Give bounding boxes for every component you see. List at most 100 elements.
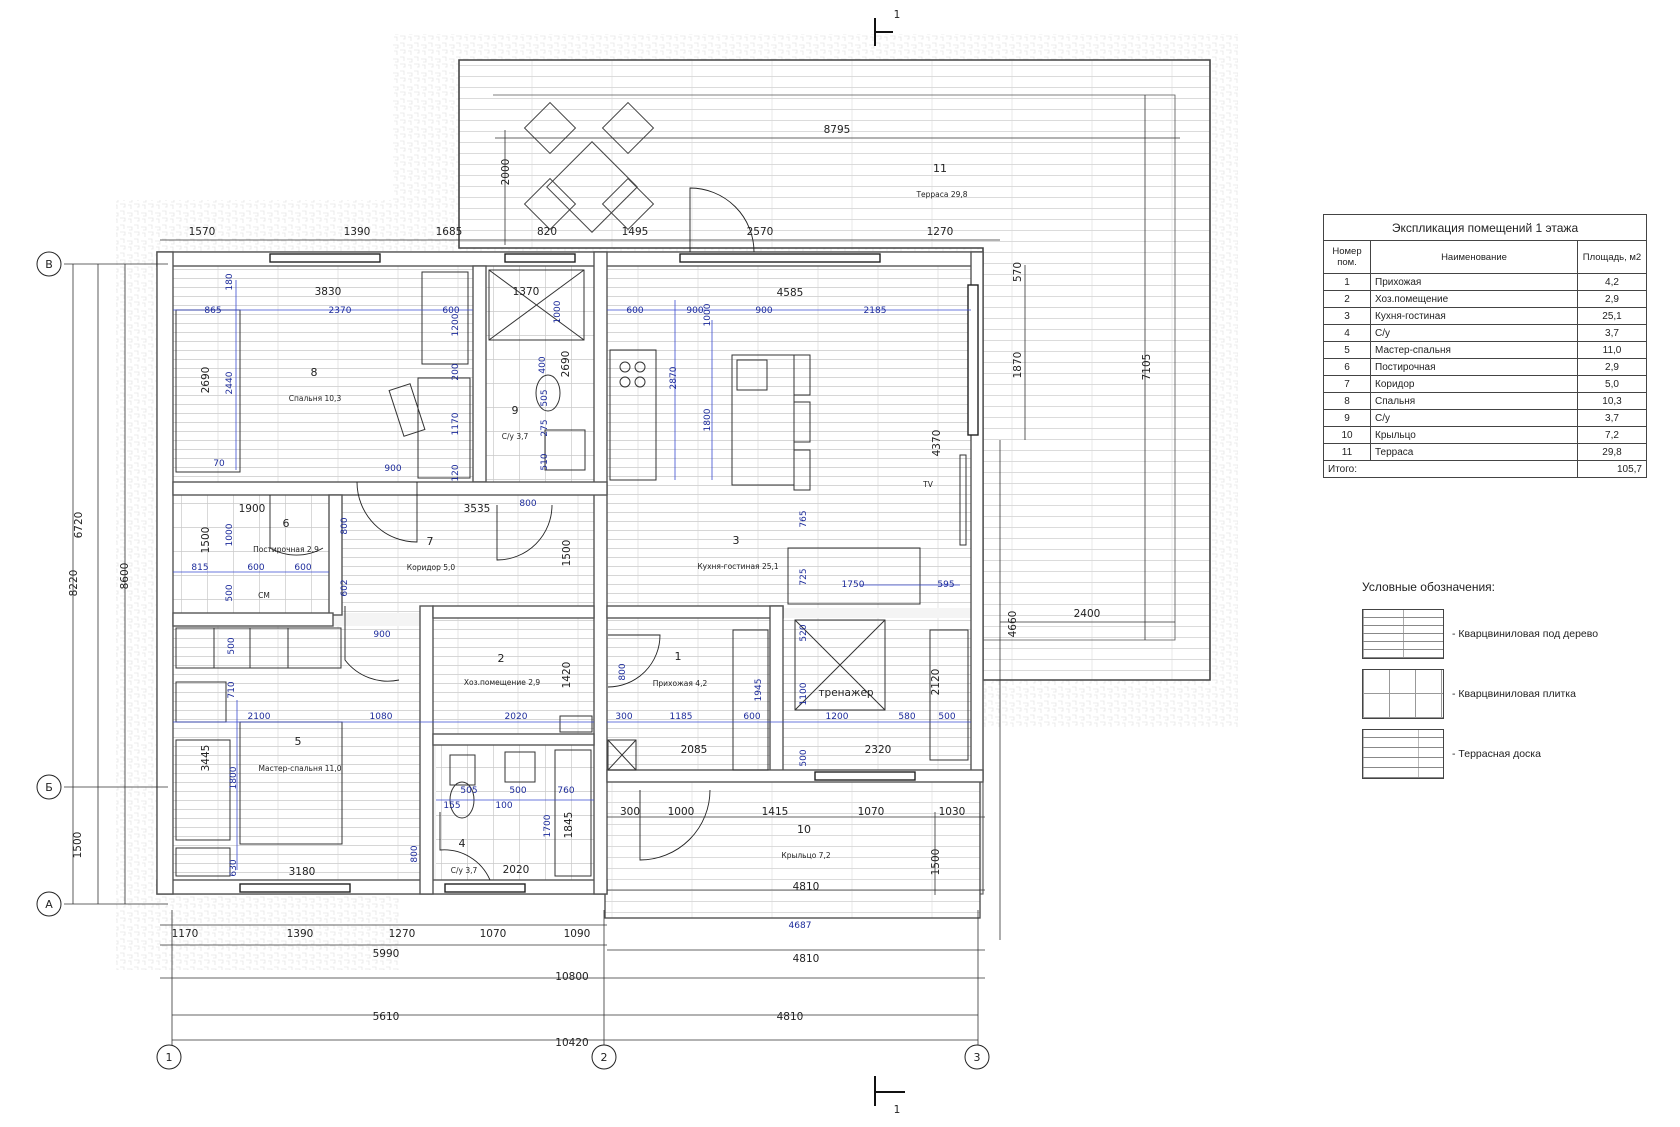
blue-dimension-label: 1185: [670, 712, 693, 722]
room-number: 3: [733, 534, 740, 547]
legend-item-deck: - Террасная доска: [1362, 728, 1652, 780]
blue-dimension-label: 1000: [225, 523, 235, 546]
dimension-label: 10800: [555, 971, 588, 983]
schedule-cell-num: 1: [1323, 273, 1371, 291]
blue-dimension-label: 180: [225, 273, 235, 290]
dimension-label: 6720: [73, 512, 85, 539]
blue-dimension-label: 500: [509, 786, 526, 796]
blue-dimension-label: 2020: [505, 712, 528, 722]
blue-dimension-label: 100: [495, 801, 512, 811]
blue-dimension-label: 600: [626, 306, 643, 316]
schedule-cell-area: 5,0: [1577, 375, 1647, 393]
schedule-cell-num: 4: [1323, 324, 1371, 342]
schedule-total-label: Итого:: [1323, 460, 1578, 478]
dimension-label: 1000: [668, 806, 695, 818]
legend-label-deck: - Террасная доска: [1452, 748, 1541, 760]
schedule-header-area: Площадь, м2: [1577, 240, 1647, 274]
terrace-table-set: [523, 101, 655, 233]
blue-dimension-label: 600: [743, 712, 760, 722]
schedule-cell-area: 2,9: [1577, 290, 1647, 308]
blue-dimension-label: 900: [373, 630, 390, 640]
blue-dimension-label: 760: [557, 786, 574, 796]
room-label: С/у 3,7: [502, 432, 529, 441]
room-number: 2: [498, 652, 505, 665]
blue-dimension-label: 1000: [553, 300, 563, 323]
dimension-label: 3180: [289, 866, 316, 878]
blue-dimension-label: 725: [799, 568, 809, 585]
dimension-label: 1070: [480, 928, 507, 940]
axis-row-label: А: [45, 898, 53, 911]
schedule-cell-area: 11,0: [1577, 341, 1647, 359]
blue-dimension-label: 275: [540, 419, 550, 436]
legend-swatch-wood: [1362, 609, 1444, 659]
dimension-label: 1030: [939, 806, 966, 818]
blue-dimension-label: 1200: [826, 712, 849, 722]
tv-label: TV: [922, 480, 934, 489]
dimension-label: 8600: [119, 563, 131, 590]
blue-dimension-label: 600: [294, 563, 311, 573]
dimension-label: 1070: [858, 806, 885, 818]
dimension-label: 1845: [563, 812, 575, 839]
dimension-label: 3535: [464, 503, 491, 515]
dimension-label: 4810: [793, 881, 820, 893]
dimension-label: 2320: [865, 744, 892, 756]
blue-dimension-label: 510: [540, 453, 550, 470]
schedule-cell-num: 7: [1323, 375, 1371, 393]
section-mark-label: 1: [894, 9, 901, 21]
schedule-title: Экспликация помещений 1 этажа: [1323, 214, 1647, 240]
room-label: Хоз.помещение 2,9: [464, 678, 540, 687]
terrace-edge-line: [493, 94, 1176, 641]
blue-dimension-label: 500: [938, 712, 955, 722]
dimension-label: 2570: [747, 226, 774, 238]
room-3-floor: [607, 266, 971, 608]
blue-dimension-label: 1750: [842, 580, 865, 590]
room-2-floor: [433, 618, 594, 734]
room-8-floor: [173, 266, 473, 482]
blue-dimension-label: 2870: [669, 366, 679, 389]
schedule-cell-num: 11: [1323, 443, 1371, 461]
dimension-label: 1270: [389, 928, 416, 940]
dimension-label: 8795: [824, 124, 851, 136]
blue-dimension-label: 1800: [229, 766, 239, 789]
schedule-cell-area: 3,7: [1577, 409, 1647, 427]
schedule-total-row: Итого:105,7: [1323, 460, 1647, 478]
dimension-label: 1500: [561, 540, 573, 567]
schedule-cell-name: Хоз.помещение: [1370, 290, 1578, 308]
blue-dimension-label: 815: [191, 563, 208, 573]
dimension-label: 1090: [564, 928, 591, 940]
room-label: Крыльцо 7,2: [781, 851, 830, 860]
dimension-lines: [72, 95, 1180, 1041]
dimension-label: 1495: [622, 226, 649, 238]
schedule-cell-name: Спальня: [1370, 392, 1578, 410]
blue-dimension-label: 1800: [703, 408, 713, 431]
blue-dimension-label: 520: [799, 624, 809, 641]
blue-dimension-label: 710: [227, 681, 237, 698]
blue-dimension-label: 595: [937, 580, 954, 590]
room-label: Мастер-спальня 11,0: [259, 764, 342, 773]
dimension-label: 8220: [68, 570, 80, 597]
schedule-cell-area: 3,7: [1577, 324, 1647, 342]
dimension-label: 2120: [930, 669, 942, 696]
dimension-label: 2690: [560, 351, 572, 378]
dimension-label: 1390: [287, 928, 314, 940]
blue-dimension-label: 120: [451, 464, 461, 481]
blue-dimension-label: 865: [204, 306, 221, 316]
room-label: Коридор 5,0: [407, 563, 456, 572]
blue-dimension-label: 70: [213, 459, 225, 469]
blue-dimension-label: 800: [410, 845, 420, 862]
schedule-cell-name: Крыльцо: [1370, 426, 1578, 444]
schedule-cell-name: Постирочная: [1370, 358, 1578, 376]
porch-deck: [604, 779, 981, 919]
washing-machine-label: СМ: [258, 591, 270, 600]
furniture: [175, 269, 969, 877]
room-number: 9: [512, 404, 519, 417]
section-mark-label: 1: [894, 1104, 901, 1116]
schedule-cell-num: 10: [1323, 426, 1371, 444]
section-mark-bottom: [874, 1076, 905, 1106]
dimension-label: 2000: [500, 159, 512, 186]
dimension-label: 3445: [200, 745, 212, 772]
blue-dimension-label: 600: [442, 306, 459, 316]
